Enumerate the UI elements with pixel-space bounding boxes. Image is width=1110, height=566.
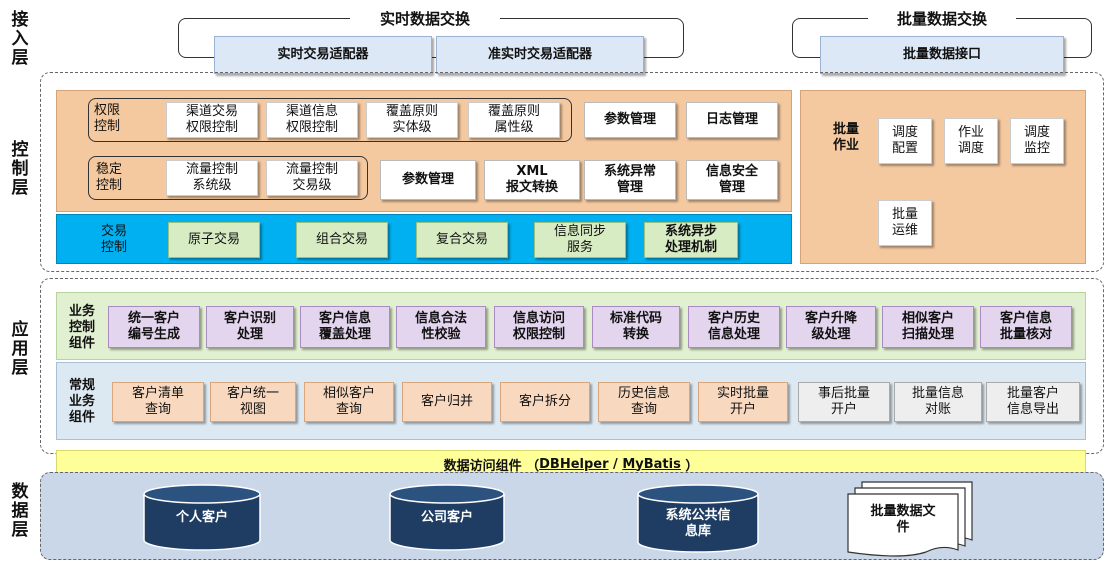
reg-post-batch-open[interactable]: 事后批量 开户 xyxy=(798,382,890,422)
bc-customer-info-override[interactable]: 客户信息 覆盖处理 xyxy=(300,306,390,348)
data-access-prefix: 数据访问组件 （ xyxy=(443,458,540,474)
stability-control-label: 稳定 控制 xyxy=(96,162,123,193)
reg-batch-customer-export[interactable]: 批量客户 信息导出 xyxy=(986,382,1080,422)
bc-info-access-control[interactable]: 信息访问 权限控制 xyxy=(494,306,584,348)
batch-operations[interactable]: 批量 运维 xyxy=(878,200,932,246)
batch-job-label: 批量 作业 xyxy=(832,122,859,153)
corporate-customer-label: 公司客户 xyxy=(420,510,473,525)
transaction-control-label: 交易 控制 xyxy=(100,224,127,255)
param-mgmt-button-1[interactable]: 参数管理 xyxy=(584,102,676,138)
bc-customer-batch-check[interactable]: 客户信息 批量核对 xyxy=(980,306,1072,348)
reg-customer-list-query[interactable]: 客户清单 查询 xyxy=(112,382,204,422)
reg-customer-unified-view[interactable]: 客户统一 视图 xyxy=(210,382,296,422)
reg-customer-split[interactable]: 客户拆分 xyxy=(500,382,590,422)
transaction-combined[interactable]: 组合交易 xyxy=(296,222,388,258)
permission-control-label: 权限 控制 xyxy=(94,103,121,134)
realtime-adapter[interactable]: 实时交易适配器 xyxy=(214,36,432,74)
reg-similar-customer-query[interactable]: 相似客户 查询 xyxy=(304,382,394,422)
flow-control-trade[interactable]: 流量控制 交易级 xyxy=(266,160,358,196)
dbhelper-link[interactable]: DBHelper xyxy=(539,456,609,472)
reg-customer-merge[interactable]: 客户归并 xyxy=(402,382,492,422)
batch-files-icon[interactable] xyxy=(846,480,976,558)
transaction-info-sync[interactable]: 信息同步 服务 xyxy=(534,222,626,258)
bc-standard-code-convert[interactable]: 标准代码 转换 xyxy=(592,306,680,348)
batch-job-panel xyxy=(800,90,1086,264)
param-mgmt-button-2[interactable]: 参数管理 xyxy=(380,160,476,200)
corporate-customer-db-icon[interactable] xyxy=(388,484,506,552)
batch-files-label: 批量数据文 件 xyxy=(870,504,936,535)
flow-control-system[interactable]: 流量控制 系统级 xyxy=(166,160,258,196)
bc-unified-customer-id[interactable]: 统一客户 编号生成 xyxy=(108,306,200,348)
regular-business-label: 常规 业务 组件 xyxy=(68,378,95,425)
application-layer-label: 应用层 xyxy=(7,320,28,377)
bc-customer-identify[interactable]: 客户识别 处理 xyxy=(206,306,294,348)
permission-item-override-entity[interactable]: 覆盖原则 实体级 xyxy=(366,102,458,138)
mybatis-link[interactable]: MyBatis xyxy=(622,456,681,472)
bc-customer-history[interactable]: 客户历史 信息处理 xyxy=(688,306,780,348)
reg-batch-info-reconcile[interactable]: 批量信息 对账 xyxy=(894,382,982,422)
batch-schedule-monitor[interactable]: 调度 监控 xyxy=(1010,118,1064,164)
personal-customer-db-icon[interactable] xyxy=(142,484,262,552)
permission-item-override-attribute[interactable]: 覆盖原则 属性级 xyxy=(468,102,560,138)
access-layer-label: 接入层 xyxy=(7,10,28,67)
personal-customer-label: 个人客户 xyxy=(175,510,228,525)
transaction-atomic[interactable]: 原子交易 xyxy=(168,222,260,258)
realtime-exchange-title: 实时数据交换 xyxy=(350,8,500,30)
sys-exception-button[interactable]: 系统异常 管理 xyxy=(584,160,676,200)
stability-control-group xyxy=(88,156,368,200)
batch-job-schedule[interactable]: 作业 调度 xyxy=(944,118,998,164)
permission-item-channel-trade[interactable]: 渠道交易 权限控制 xyxy=(166,102,258,138)
control-layer-label: 控制层 xyxy=(7,140,28,197)
info-security-button[interactable]: 信息安全 管理 xyxy=(686,160,778,200)
reg-realtime-batch-open[interactable]: 实时批量 开户 xyxy=(698,382,788,422)
batch-exchange-title: 批量数据交换 xyxy=(868,8,1016,30)
data-access-suffix: ） xyxy=(680,458,699,474)
bc-similar-customer-scan[interactable]: 相似客户 扫描处理 xyxy=(882,306,974,348)
bc-info-validation[interactable]: 信息合法 性校验 xyxy=(396,306,486,348)
transaction-compound[interactable]: 复合交易 xyxy=(416,222,508,258)
permission-item-channel-info[interactable]: 渠道信息 权限控制 xyxy=(266,102,358,138)
bc-customer-level[interactable]: 客户升降 级处理 xyxy=(786,306,876,348)
log-mgmt-button[interactable]: 日志管理 xyxy=(686,102,778,138)
xml-convert-button[interactable]: XML 报文转换 xyxy=(484,160,580,200)
data-access-separator: / xyxy=(608,456,623,472)
public-info-db-label: 系统公共信 息库 xyxy=(665,508,731,539)
permission-control-group xyxy=(88,98,572,142)
near-realtime-adapter[interactable]: 准实时交易适配器 xyxy=(436,36,644,74)
data-layer-label: 数据层 xyxy=(7,482,28,539)
transaction-async[interactable]: 系统异步 处理机制 xyxy=(644,222,738,258)
batch-data-interface[interactable]: 批量数据接口 xyxy=(820,36,1064,74)
control-layer-frame xyxy=(40,72,1104,272)
public-info-db-icon[interactable] xyxy=(636,484,760,554)
batch-schedule-config[interactable]: 调度 配置 xyxy=(878,118,932,164)
reg-history-query[interactable]: 历史信息 查询 xyxy=(598,382,690,422)
business-control-label: 业务 控制 组件 xyxy=(68,304,95,351)
